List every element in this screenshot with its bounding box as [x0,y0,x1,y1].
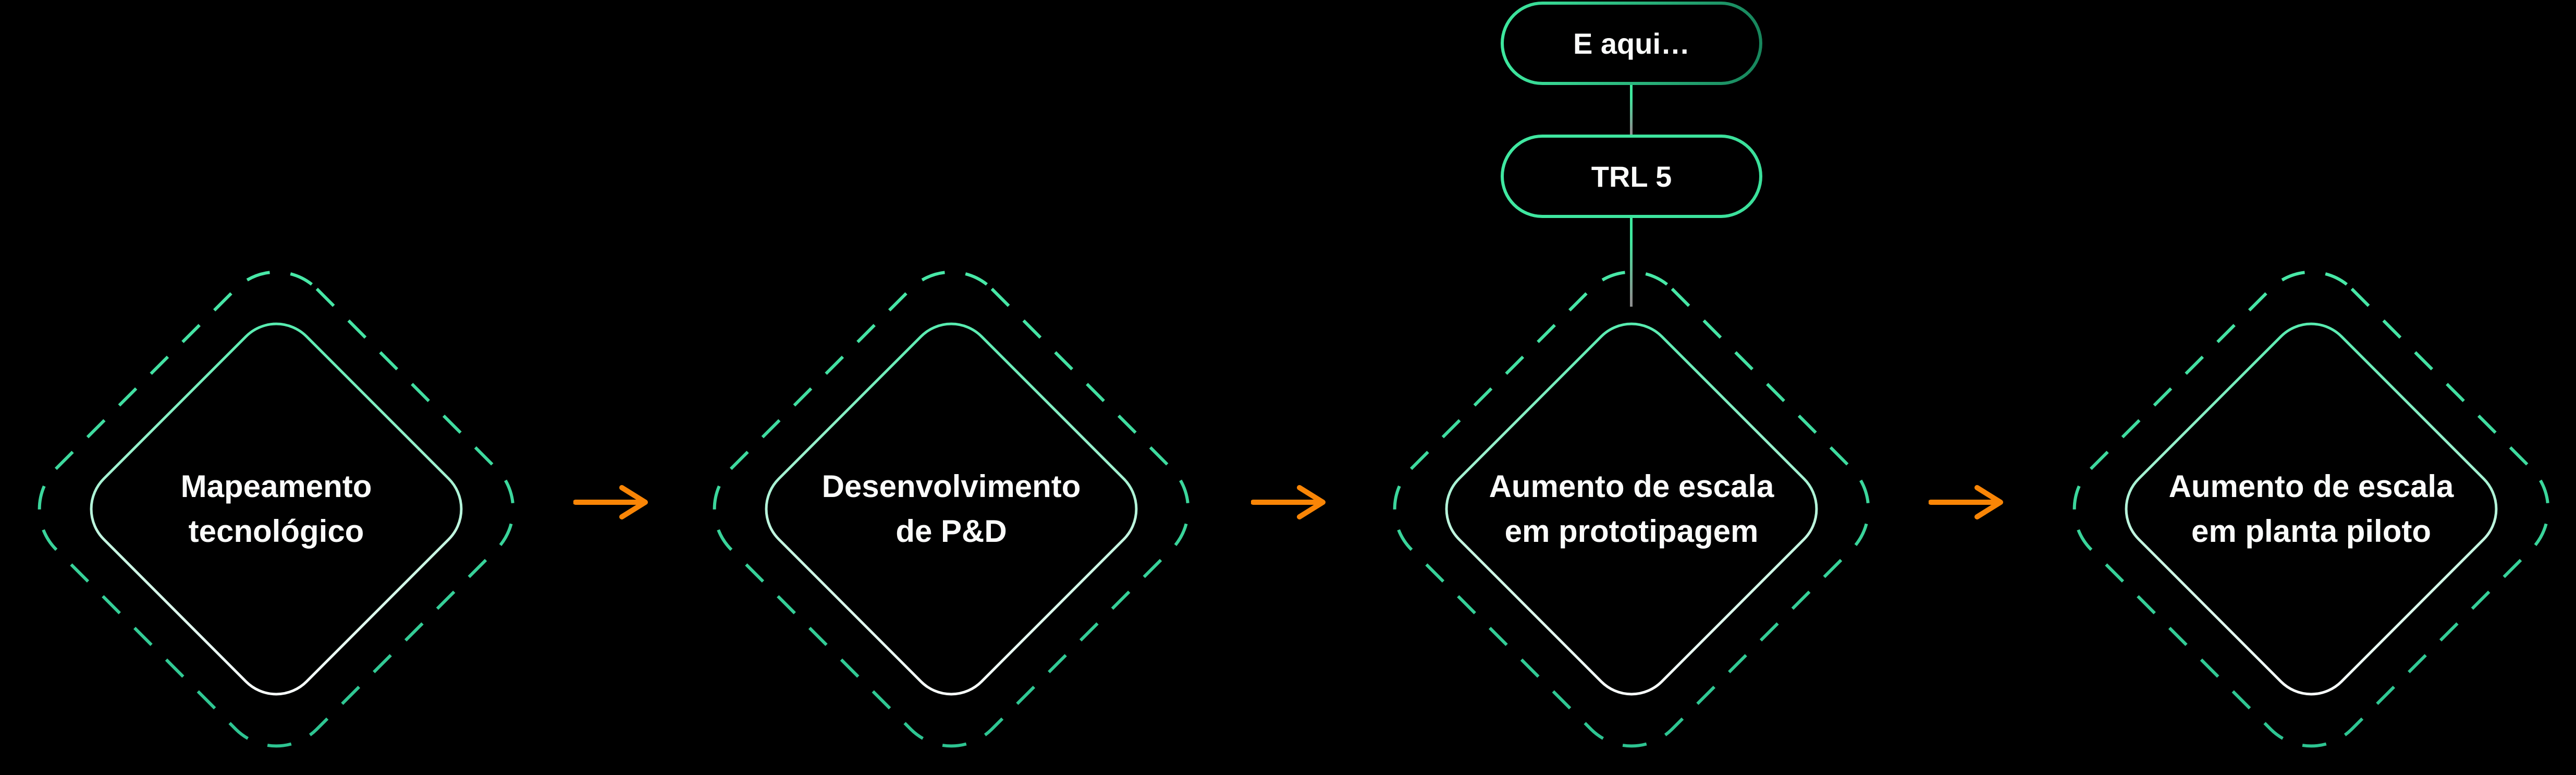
trl-badge-text: TRL 5 [1591,160,1672,193]
step-label-3: Aumento de escala em prototipagem [1423,459,1840,559]
diamond-outline-icon [2072,270,2550,748]
step-label-2: Desenvolvimento de P&D [743,459,1160,559]
diamond-outline-icon [38,270,515,748]
step-label-4-line1: Aumento de escala [2168,469,2454,504]
arrow-right-icon [1929,485,2003,519]
step-label-3-line1: Aumento de escala [1489,469,1774,504]
step-diamond-planta-piloto [2030,227,2576,775]
step-label-1-line1: Mapeamento [180,469,372,504]
step-diamond-prototipagem [1350,227,1913,775]
callout-note-text: E aqui… [1573,27,1690,60]
callout-connector-top [1630,85,1633,135]
callout-note-pill: E aqui… [1501,2,1762,85]
step-label-2-line2: de P&D [896,514,1007,549]
step-label-2-line1: Desenvolvimento [821,469,1081,504]
diamond-outline-icon [1393,270,1870,748]
step-label-4: Aumento de escala em planta piloto [2103,459,2520,559]
step-diamond-desenvolvimento [670,227,1233,775]
step-label-1-line2: tecnológico [188,514,364,549]
trl-badge-pill: TRL 5 [1501,135,1762,218]
step-label-1: Mapeamento tecnológico [68,459,485,559]
callout-connector-bottom [1630,218,1633,307]
diamond-outline-icon [713,270,1190,748]
arrow-right-icon [573,485,648,519]
arrow-right-icon [1251,485,1326,519]
step-label-4-line2: em planta piloto [2191,514,2432,549]
step-label-3-line2: em prototipagem [1504,514,1759,549]
step-diamond-mapeamento [0,227,558,775]
